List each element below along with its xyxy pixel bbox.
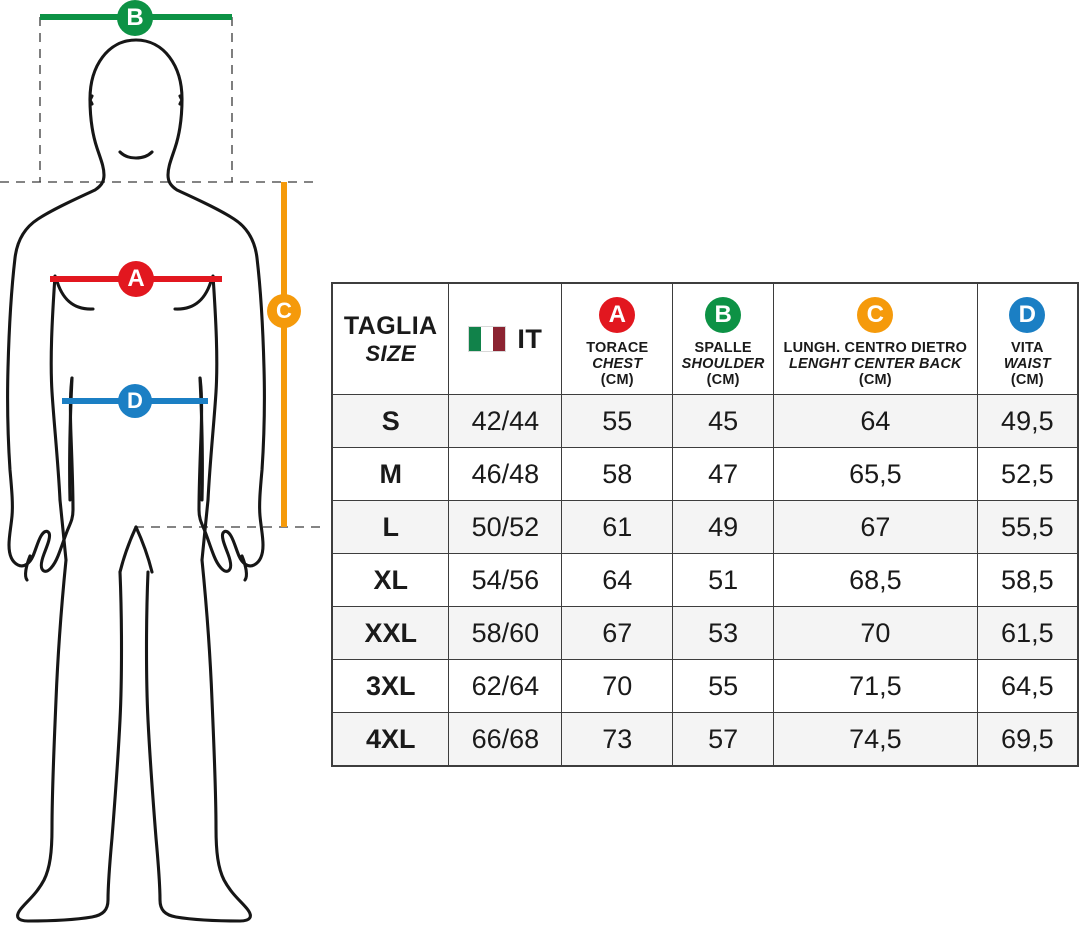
cell-size: L [331, 500, 450, 554]
cell-length: 68,5 [773, 553, 978, 607]
size-table-body: S 42/44 55 45 64 49,5 M 46/48 58 47 65,5… [331, 394, 1079, 767]
cell-waist: 49,5 [976, 394, 1079, 448]
cell-shoulder: 57 [672, 712, 775, 767]
cell-it: 62/64 [448, 659, 563, 713]
cell-waist: 58,5 [976, 553, 1079, 607]
figure-badge-d: D [118, 384, 152, 418]
cell-size: 3XL [331, 659, 450, 713]
cell-size: M [331, 447, 450, 501]
badge-c-icon: C [857, 297, 894, 333]
cell-chest: 58 [561, 447, 674, 501]
table-row: 4XL 66/68 73 57 74,5 69,5 [331, 712, 1079, 767]
cell-it: 42/44 [448, 394, 563, 448]
badge-a-icon: A [599, 297, 636, 333]
header-length-it: LUNGH. CENTRO DIETRO [783, 340, 968, 356]
cell-length: 71,5 [773, 659, 978, 713]
cell-it: 50/52 [448, 500, 563, 554]
cell-length: 67 [773, 500, 978, 554]
cell-waist: 52,5 [976, 447, 1079, 501]
col-header-chest: A TORACE CHEST (CM) [561, 282, 674, 395]
cell-waist: 55,5 [976, 500, 1079, 554]
cell-shoulder: 53 [672, 606, 775, 660]
cell-it: 46/48 [448, 447, 563, 501]
body-outline-path [6, 38, 266, 923]
header-shoulder-en: SHOULDER [681, 356, 765, 372]
body-figure-panel: B A D C [0, 0, 330, 925]
size-table-head: TAGLIA SIZE IT [331, 282, 1079, 395]
dashed-guide-lines [0, 17, 320, 528]
cell-chest: 67 [561, 606, 674, 660]
cell-waist: 64,5 [976, 659, 1079, 713]
header-waist-unit: (CM) [1010, 372, 1044, 388]
header-waist-it: VITA [1010, 340, 1044, 356]
cell-chest: 55 [561, 394, 674, 448]
cell-size: 4XL [331, 712, 450, 767]
header-chest-it: TORACE [586, 340, 649, 356]
cell-shoulder: 47 [672, 447, 775, 501]
col-header-length: C LUNGH. CENTRO DIETRO LENGHT CENTER BAC… [773, 282, 978, 395]
cell-it: 58/60 [448, 606, 563, 660]
badge-d-icon: D [1009, 297, 1046, 333]
cell-length: 74,5 [773, 712, 978, 767]
header-length-unit: (CM) [858, 372, 892, 388]
figure-badge-b: B [117, 0, 153, 36]
header-taglia-label: TAGLIA [343, 311, 438, 340]
header-it-label: IT [517, 323, 543, 354]
cell-chest: 73 [561, 712, 674, 767]
size-table-container: TAGLIA SIZE IT [331, 282, 1079, 767]
table-row: S 42/44 55 45 64 49,5 [331, 394, 1079, 448]
size-table: TAGLIA SIZE IT [331, 282, 1079, 767]
cell-chest: 70 [561, 659, 674, 713]
cell-length: 70 [773, 606, 978, 660]
table-row: 3XL 62/64 70 55 71,5 64,5 [331, 659, 1079, 713]
cell-length: 64 [773, 394, 978, 448]
cell-size: XL [331, 553, 450, 607]
col-header-it: IT [448, 282, 563, 395]
table-row: XL 54/56 64 51 68,5 58,5 [331, 553, 1079, 607]
header-waist-en: WAIST [1003, 356, 1051, 372]
figure-badge-c: C [267, 294, 301, 328]
cell-it: 54/56 [448, 553, 563, 607]
header-length-en: LENGHT CENTER BACK [788, 356, 962, 372]
italy-flag-icon [468, 326, 507, 352]
col-header-size: TAGLIA SIZE [331, 282, 450, 395]
cell-waist: 61,5 [976, 606, 1079, 660]
cell-shoulder: 51 [672, 553, 775, 607]
header-shoulder-unit: (CM) [706, 372, 740, 388]
cell-waist: 69,5 [976, 712, 1079, 767]
header-size-label: SIZE [365, 340, 416, 366]
table-row: XXL 58/60 67 53 70 61,5 [331, 606, 1079, 660]
table-header-row: TAGLIA SIZE IT [331, 282, 1079, 395]
cell-chest: 61 [561, 500, 674, 554]
cell-shoulder: 55 [672, 659, 775, 713]
table-row: L 50/52 61 49 67 55,5 [331, 500, 1079, 554]
header-shoulder-it: SPALLE [694, 340, 752, 356]
cell-size: S [331, 394, 450, 448]
cell-chest: 64 [561, 553, 674, 607]
col-header-shoulder: B SPALLE SHOULDER (CM) [672, 282, 775, 395]
cell-it: 66/68 [448, 712, 563, 767]
table-row: M 46/48 58 47 65,5 52,5 [331, 447, 1079, 501]
cell-size: XXL [331, 606, 450, 660]
cell-shoulder: 45 [672, 394, 775, 448]
body-silhouette-diagram [0, 14, 320, 923]
cell-shoulder: 49 [672, 500, 775, 554]
header-chest-en: CHEST [592, 356, 643, 372]
badge-b-icon: B [705, 297, 742, 333]
col-header-waist: D VITA WAIST (CM) [976, 282, 1079, 395]
figure-badge-a: A [118, 261, 154, 297]
cell-length: 65,5 [773, 447, 978, 501]
header-chest-unit: (CM) [600, 372, 634, 388]
